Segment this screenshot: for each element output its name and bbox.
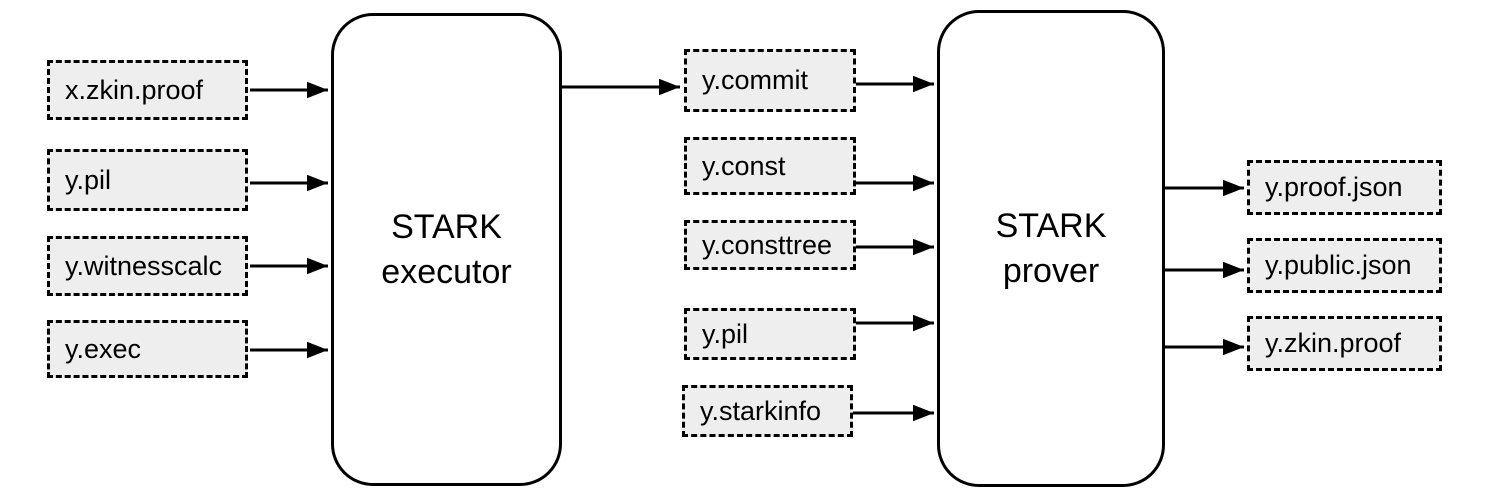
file-box-y-pil-2: y.pil (684, 308, 856, 360)
file-box-y-commit: y.commit (684, 49, 856, 112)
file-box-label: y.witnesscalc (65, 250, 223, 281)
file-box-label: x.zkin.proof (65, 74, 204, 105)
node-label-line2: prover (1002, 251, 1100, 290)
file-box-y-starkinfo: y.starkinfo (682, 385, 853, 437)
file-box-label: y.zkin.proof (1265, 328, 1402, 358)
file-box-label: y.starkinfo (700, 395, 822, 426)
file-box-label: y.public.json (1265, 250, 1412, 280)
file-box-y-pil: y.pil (47, 149, 248, 211)
file-box-y-consttree: y.consttree (684, 220, 856, 270)
node-stark-prover: STARK prover (937, 10, 1165, 487)
file-box-y-const: y.const (684, 137, 856, 195)
file-box-y-witnesscalc: y.witnesscalc (47, 236, 248, 296)
node-label-line1: STARK (995, 207, 1107, 246)
file-box-label: y.pil (65, 164, 112, 195)
file-box-y-proof-json: y.proof.json (1247, 160, 1442, 215)
file-box-y-zkin-proof: y.zkin.proof (1247, 316, 1442, 371)
file-box-label: y.const (702, 150, 786, 181)
node-label-line1: STARK (391, 208, 502, 247)
file-box-x-zkin-proof: x.zkin.proof (47, 60, 248, 120)
file-box-y-exec: y.exec (47, 320, 248, 378)
file-box-label: y.commit (702, 65, 808, 95)
file-box-label: y.consttree (702, 229, 833, 260)
node-label-line2: executor (381, 252, 512, 291)
file-box-label: y.pil (702, 318, 749, 349)
file-box-label: y.proof.json (1265, 172, 1403, 202)
file-box-label: y.exec (65, 333, 142, 364)
file-box-y-public-json: y.public.json (1247, 238, 1442, 293)
node-stark-executor: STARK executor (331, 13, 562, 486)
